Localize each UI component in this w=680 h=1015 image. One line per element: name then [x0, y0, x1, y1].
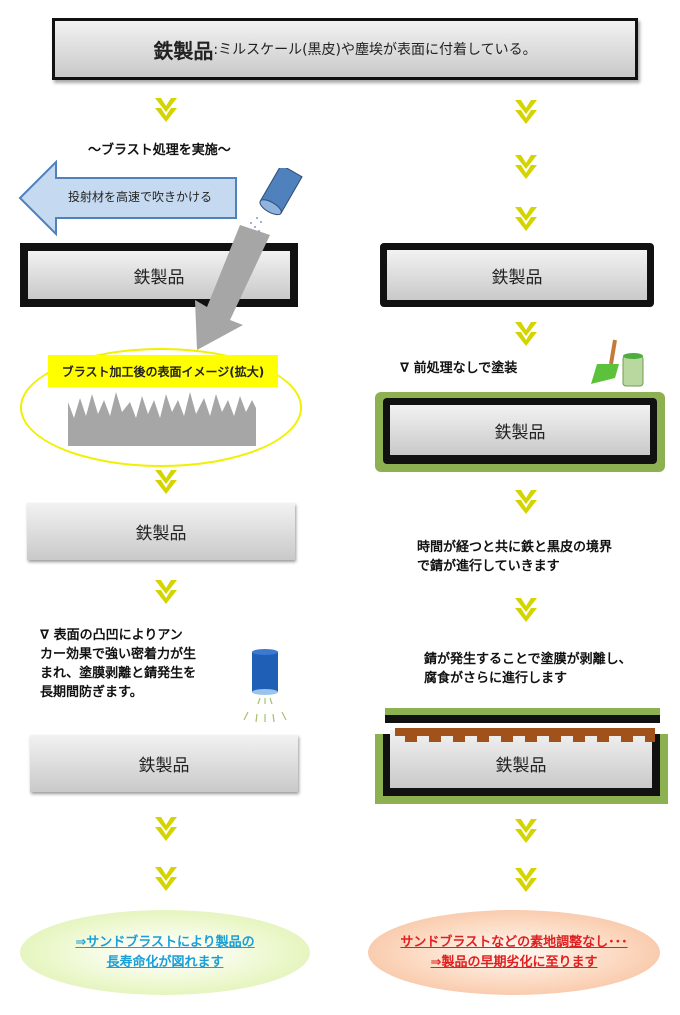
chevron-icon	[515, 207, 537, 231]
paint-sprayer-icon	[243, 649, 287, 723]
peeling-text: 錆が発生することで塗膜が剥離し、 腐食がさらに進行します	[424, 650, 632, 688]
left-arrow-icon	[18, 160, 237, 236]
anchor-effect-text: ∇ 表面の凸凹によりアン カー効果で強い密着力が生 まれ、塗膜剥離と錆発生を 長…	[40, 626, 196, 702]
product-label-corroded: 鉄製品	[495, 755, 547, 776]
arrow-label: 投射材を高速で吹きかける	[68, 190, 213, 204]
chevron-icon	[155, 470, 177, 494]
header-box: 鉄製品 :ミルスケール(黒皮)や塵埃が表面に付着している。	[52, 18, 638, 80]
header-description: :ミルスケール(黒皮)や塵埃が表面に付着している。	[213, 42, 537, 58]
product-label: 鉄製品	[138, 756, 190, 776]
product-label: 鉄製品	[491, 267, 543, 288]
paint-label: ∇ 前処理なしで塗装	[400, 361, 518, 376]
result-text-line: ⇒サンドブラストにより製品の	[75, 934, 255, 950]
painted-product-box: 鉄製品	[375, 392, 665, 472]
big-down-arrow-icon	[195, 225, 270, 350]
blast-heading: ～ブラスト処理を実施～	[88, 143, 231, 158]
product-box-right: 鉄製品	[380, 243, 654, 307]
text-line: 腐食がさらに進行します	[424, 671, 568, 686]
header-title: 鉄製品	[153, 38, 214, 63]
surface-label-text: ブラスト加工後の表面イメージ(拡大)	[61, 364, 265, 379]
chevron-icon	[515, 155, 537, 179]
product-box-coated: 鉄製品	[30, 735, 298, 792]
chevron-icon	[515, 819, 537, 843]
text-line: まれ、塗膜剥離と錆発生を	[40, 666, 197, 681]
product-label: 鉄製品	[494, 422, 546, 443]
chevron-icon	[515, 490, 537, 514]
text-line: で錆が進行していきます	[417, 559, 560, 574]
text-line: ∇ 表面の凸凹によりアン	[40, 628, 183, 643]
chevron-icon	[155, 98, 177, 122]
chevron-icon	[155, 867, 177, 891]
corroded-product-icon	[375, 708, 668, 804]
result-text-line: サンドブラストなどの素地調整なし･･･	[400, 934, 628, 950]
text-line: カー効果で強い密着力が生	[40, 647, 197, 662]
product-label: 鉄製品	[135, 524, 187, 544]
chevron-icon	[515, 322, 537, 346]
surface-label: ブラスト加工後の表面イメージ(拡大)	[48, 355, 278, 387]
text-line: 長期間防ぎます。	[40, 685, 143, 700]
text-line: 時間が経つと共に鉄と黒皮の境界	[417, 540, 613, 555]
chevron-icon	[515, 100, 537, 124]
product-box-after-blast: 鉄製品	[27, 503, 295, 560]
product-label: 鉄製品	[133, 267, 185, 288]
left-result-ellipse: ⇒サンドブラストにより製品の 長寿命化が図れます	[20, 910, 310, 995]
result-text-line: ⇒製品の早期劣化に至ります	[430, 954, 598, 970]
surface-ellipse	[20, 348, 302, 467]
rust-progress-text: 時間が経つと共に鉄と黒皮の境界 で錆が進行していきます	[417, 538, 612, 576]
rough-surface-icon	[68, 392, 256, 446]
right-result-ellipse: サンドブラストなどの素地調整なし･･･ ⇒製品の早期劣化に至ります	[368, 910, 660, 995]
black-scale-layer: 鉄製品	[383, 398, 657, 464]
text-line: 錆が発生することで塗膜が剥離し、	[424, 652, 632, 667]
chevron-icon	[515, 598, 537, 622]
chevron-icon	[515, 868, 537, 892]
chevron-icon	[155, 817, 177, 841]
result-text-line: 長寿命化が図れます	[106, 954, 224, 970]
chevron-icon	[155, 580, 177, 604]
product-body: 鉄製品	[390, 405, 650, 455]
paint-brush-icon	[591, 339, 644, 387]
